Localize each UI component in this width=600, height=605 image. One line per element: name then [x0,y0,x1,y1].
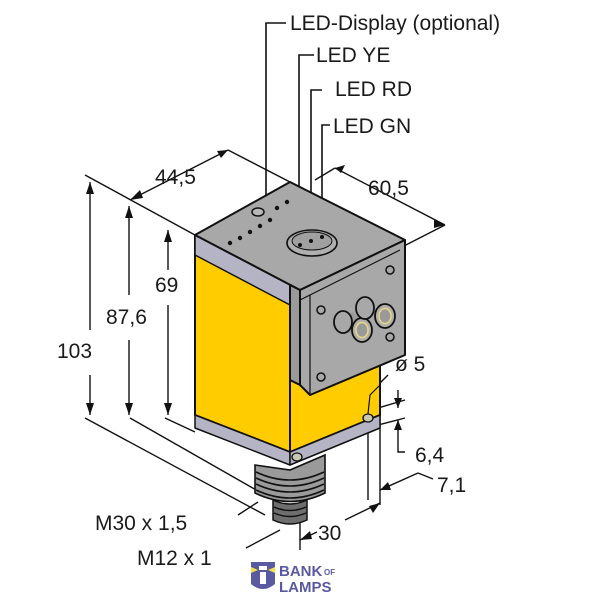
sensor-optics [333,296,396,343]
optic-right [355,296,396,329]
label-led-display: LED-Display (optional) [290,12,500,35]
optic-left [333,310,373,343]
label-led-ye: LED YE [316,44,390,67]
dim-connector-width: 30 [318,522,341,545]
mounting-holes [291,413,374,462]
led-window [286,229,338,257]
leader-led-gn [321,124,330,210]
led-display-window [251,207,265,217]
dim-height-total: 103 [57,340,92,363]
logo-line1-suffix: OF [324,568,335,577]
dim-width-top: 44,5 [155,166,196,189]
led-indicators [227,199,290,246]
sensor-body [194,181,406,466]
dim-hole-diameter: ø 5 [395,353,425,376]
hole-leader [367,384,381,415]
dim-thread-large: M30 x 1,5 [95,512,187,535]
dim-thread-small: M12 x 1 [137,547,212,570]
dimension-lines [84,149,446,550]
label-led-gn: LED GN [333,115,411,138]
logo-line1: BANK [279,563,322,580]
thread-m30 [254,453,326,503]
leader-led-rd [310,89,322,210]
dim-depth-top: 60,5 [368,177,409,200]
thread-m12 [272,498,308,525]
leader-led-display [265,22,286,195]
dim-height-body: 87,6 [106,306,147,329]
leader-led-ye [298,54,314,210]
logo-line2: LAMPS [279,579,332,596]
dim-side-offset: 7,1 [437,474,466,497]
bank-of-lamps-logo: BANK OF LAMPS [251,562,335,596]
dim-height-yellow: 69 [155,274,178,297]
callout-leaders [265,22,330,210]
label-led-rd: LED RD [335,78,412,101]
dim-hole-offset: 6,4 [415,444,445,467]
arrowheads [86,150,445,540]
screws [316,265,395,382]
